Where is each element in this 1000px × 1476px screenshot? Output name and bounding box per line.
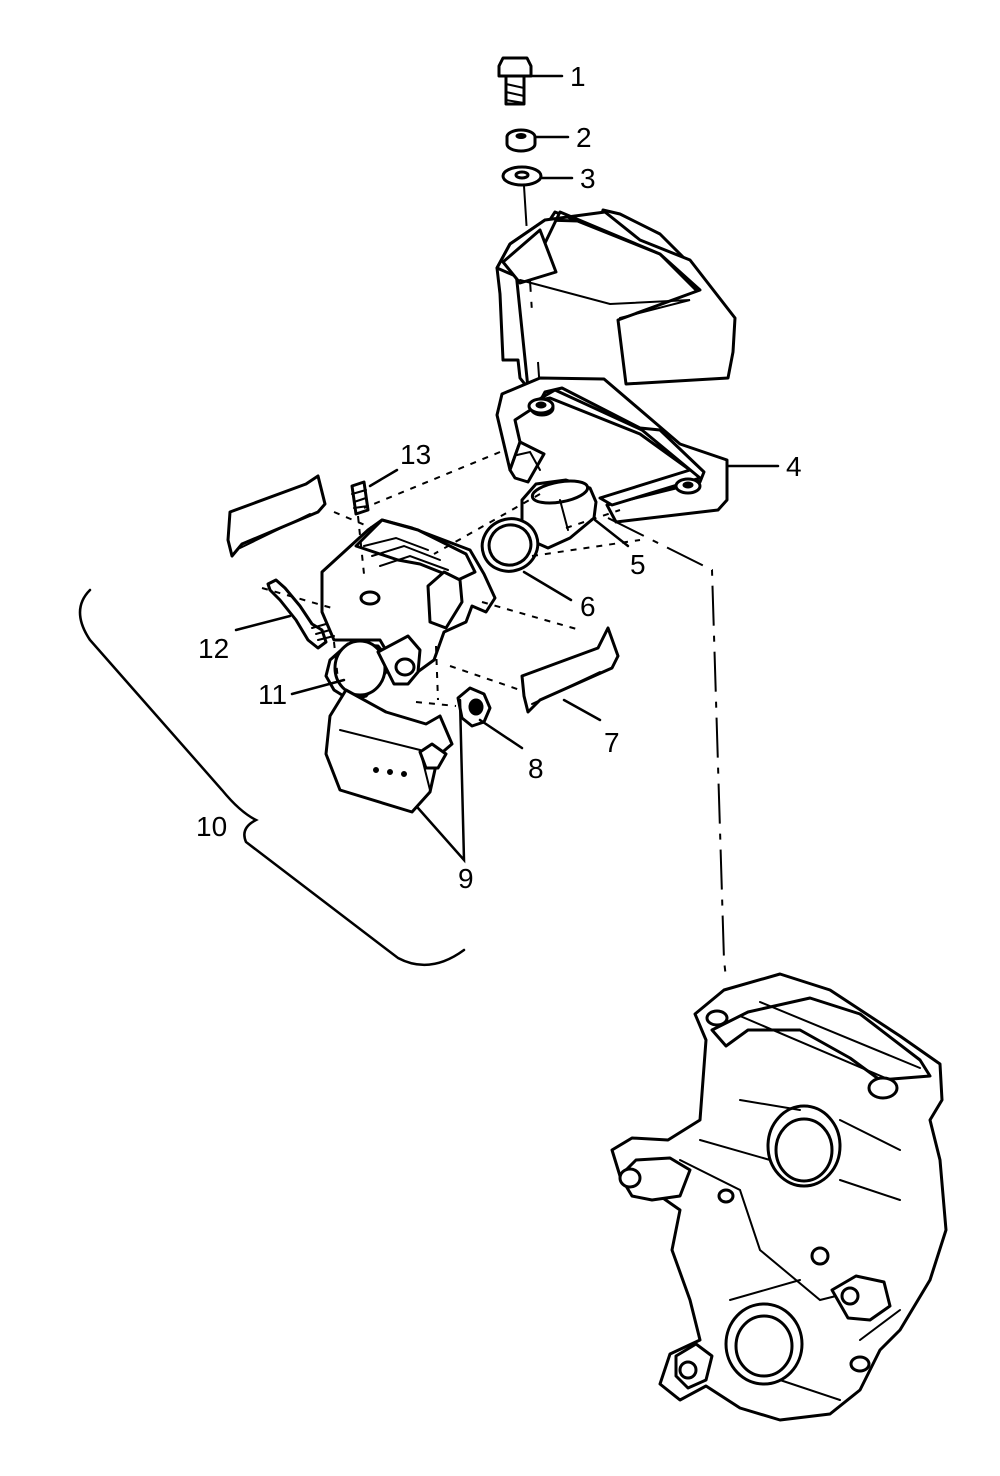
bolt-part-1 [497,56,533,106]
callout-13: 13 [400,439,431,470]
lock-washer-part-2 [505,128,537,153]
callout-1: 1 [570,61,586,92]
callout-10: 10 [196,811,227,842]
leader-7 [562,698,602,722]
brake-pad-part-9 [324,688,454,814]
leader-12 [234,614,292,632]
pad-shim-part-7 [520,626,620,714]
caliper-body [320,518,497,702]
callout-4: 4 [786,451,802,482]
callout-5: 5 [630,549,646,580]
leader-13 [368,468,399,488]
callout-3: 3 [580,163,596,194]
callout-6: 6 [580,591,596,622]
callout-7: 7 [604,727,620,758]
leader-11 [290,678,346,696]
leader-9 [416,698,466,864]
flat-washer-part-3 [501,165,543,187]
guide-pin-part-12 [266,578,335,650]
nut-part-8 [456,686,492,728]
group-bracket-10 [78,588,466,967]
leader-8 [478,718,524,750]
piston-seal-part-6 [480,517,540,573]
housing-centerline [607,517,727,979]
callout-11: 11 [258,679,287,710]
callout-12: 12 [198,633,229,664]
bleeder-part-13 [350,480,370,516]
callout-8: 8 [528,753,544,784]
caliper-bracket-outline [495,376,729,524]
pad-shim-upper [226,474,327,558]
assembly-dash-lines [261,451,641,707]
callout-9: 9 [458,863,474,894]
callout-2: 2 [576,122,592,153]
brake-housing [610,972,948,1422]
leader-6 [522,570,573,602]
